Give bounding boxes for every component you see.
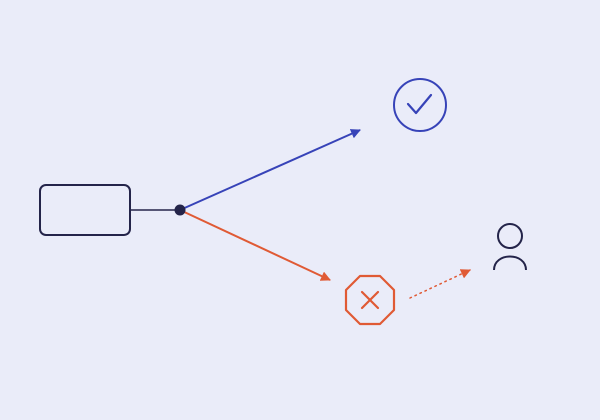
branch-point bbox=[174, 204, 186, 216]
success-node bbox=[393, 78, 447, 132]
escalation-arrow bbox=[409, 269, 471, 299]
failure-node bbox=[344, 274, 396, 326]
source-node bbox=[39, 184, 131, 236]
failure-arrow bbox=[179, 209, 331, 281]
success-arrow bbox=[179, 129, 361, 211]
x-icon bbox=[360, 290, 380, 310]
checkmark-icon bbox=[406, 93, 433, 115]
person-icon bbox=[493, 223, 527, 271]
